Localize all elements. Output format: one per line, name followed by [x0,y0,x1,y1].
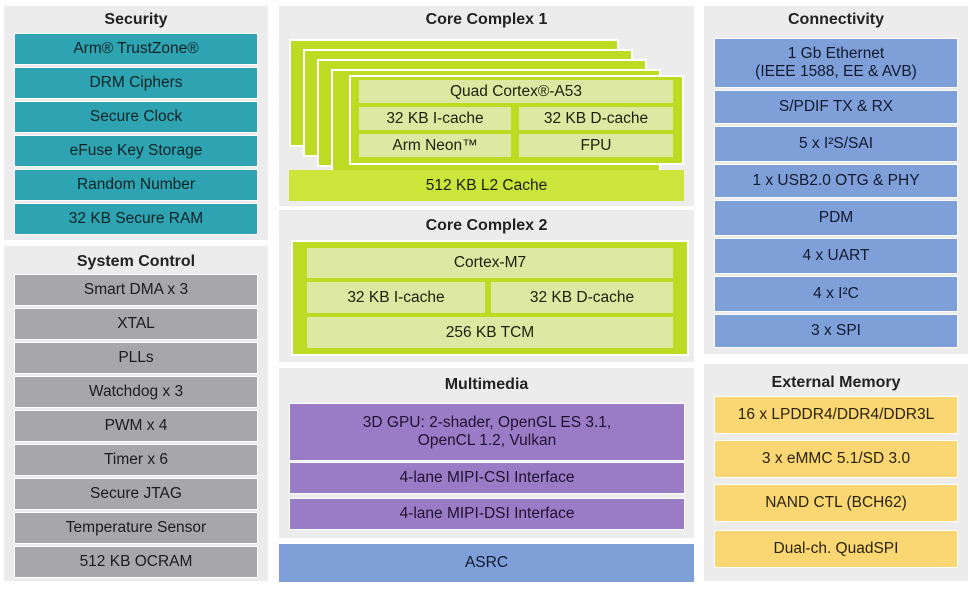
core1-icache: 32 KB I-cache [359,107,511,130]
ethernet-block: 1 Gb Ethernet (IEEE 1588, EE & AVB) [714,38,958,88]
external-memory-item: Dual-ch. QuadSPI [714,530,958,568]
security-item: Random Number [14,169,258,201]
multimedia-panel: Multimedia 3D GPU: 2-shader, OpenGL ES 3… [279,368,694,538]
core-complex-1-title: Core Complex 1 [425,11,548,28]
ethernet-line-2: (IEEE 1588, EE & AVB) [755,63,917,80]
external-memory-title: External Memory [771,374,901,391]
system-control-item: Smart DMA x 3 [14,274,258,306]
system-control-item: 512 KB OCRAM [14,546,258,578]
security-item: Arm® TrustZone® [14,33,258,65]
security-item: 32 KB Secure RAM [14,203,258,235]
core1-neon: Arm Neon™ [359,134,511,157]
core2-tcm: 256 KB TCM [307,317,673,348]
connectivity-item: 4 x I²C [714,276,958,312]
system-control-panel: System Control Smart DMA x 3 XTAL PLLs W… [4,246,268,581]
gpu-block: 3D GPU: 2-shader, OpenGL ES 3.1, OpenCL … [289,403,685,461]
security-item: Secure Clock [14,101,258,133]
core1-l2-cache: 512 KB L2 Cache [289,170,684,201]
external-memory-item: 16 x LPDDR4/DDR4/DDR3L [714,396,958,434]
system-control-item: XTAL [14,308,258,340]
security-panel: Security Arm® TrustZone® DRM Ciphers Sec… [4,6,268,240]
system-control-item: PWM x 4 [14,410,258,442]
connectivity-item: PDM [714,200,958,236]
system-control-item: Secure JTAG [14,478,258,510]
system-control-item: PLLs [14,342,258,374]
core-card-front: Quad Cortex®-A53 32 KB I-cache 32 KB D-c… [349,75,684,165]
external-memory-item: 3 x eMMC 5.1/SD 3.0 [714,440,958,478]
core2-icache: 32 KB I-cache [307,282,485,313]
gpu-line-2: OpenCL 1.2, Vulkan [417,432,557,449]
connectivity-item: 5 x I²S/SAI [714,126,958,162]
external-memory-item: NAND CTL (BCH62) [714,484,958,522]
mipi-dsi-block: 4-lane MIPI-DSI Interface [289,498,685,530]
connectivity-item: 4 x UART [714,238,958,274]
ethernet-line-1: 1 Gb Ethernet [787,45,885,62]
multimedia-title: Multimedia [444,376,529,393]
security-item: DRM Ciphers [14,67,258,99]
core-complex-2-title: Core Complex 2 [425,217,548,234]
security-title: Security [104,11,168,28]
asrc-block: ASRC [279,544,694,582]
system-control-item: Watchdog x 3 [14,376,258,408]
core1-cpu: Quad Cortex®-A53 [359,80,673,103]
connectivity-item: 1 x USB2.0 OTG & PHY [714,164,958,198]
system-control-title: System Control [76,253,196,270]
external-memory-panel: External Memory 16 x LPDDR4/DDR4/DDR3L 3… [704,364,968,581]
connectivity-item: S/PDIF TX & RX [714,90,958,124]
mipi-csi-block: 4-lane MIPI-CSI Interface [289,462,685,494]
core-complex-1-panel: Core Complex 1 Quad Cortex®-A53 32 KB I-… [279,6,694,206]
core1-fpu: FPU [519,134,673,157]
gpu-line-1: 3D GPU: 2-shader, OpenGL ES 3.1, [362,414,612,431]
connectivity-panel: Connectivity 1 Gb Ethernet (IEEE 1588, E… [704,6,968,354]
core2-card: Cortex-M7 32 KB I-cache 32 KB D-cache 25… [291,240,689,356]
system-control-item: Timer x 6 [14,444,258,476]
core-complex-2-panel: Core Complex 2 Cortex-M7 32 KB I-cache 3… [279,210,694,362]
connectivity-title: Connectivity [787,11,884,28]
connectivity-item: 3 x SPI [714,314,958,348]
security-item: eFuse Key Storage [14,135,258,167]
core2-dcache: 32 KB D-cache [491,282,673,313]
core1-dcache: 32 KB D-cache [519,107,673,130]
system-control-item: Temperature Sensor [14,512,258,544]
core2-cpu: Cortex-M7 [307,248,673,278]
